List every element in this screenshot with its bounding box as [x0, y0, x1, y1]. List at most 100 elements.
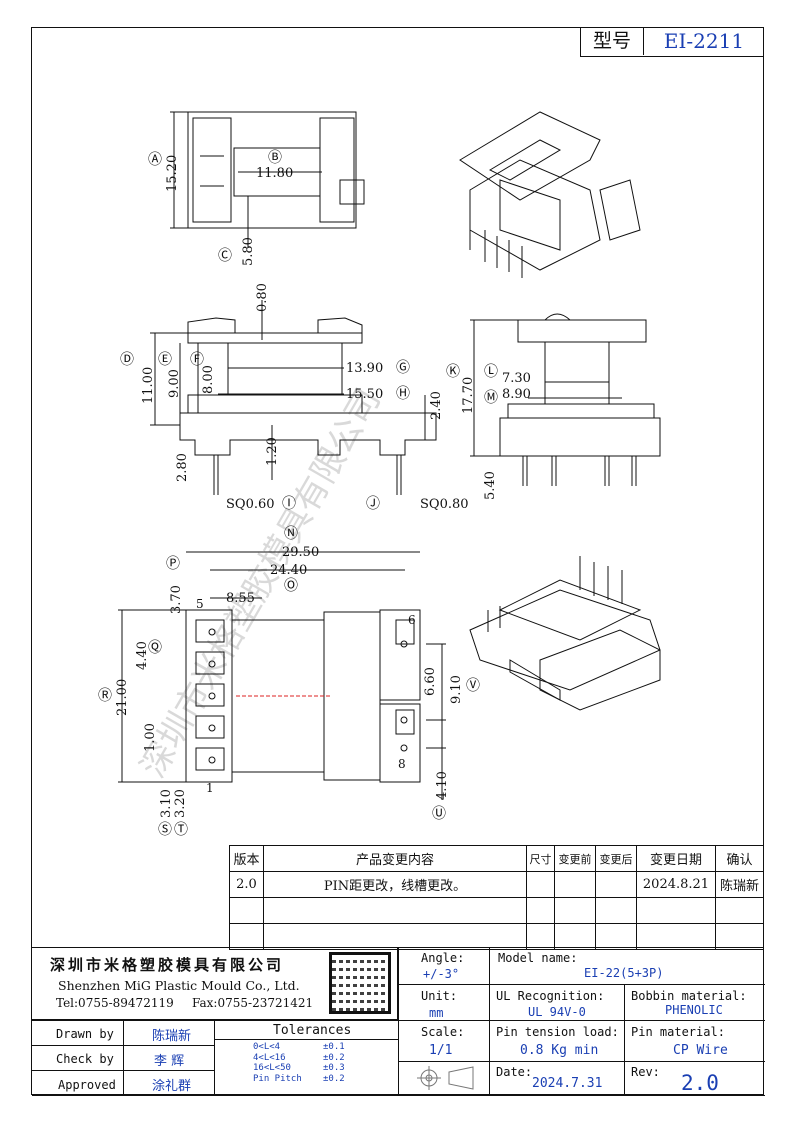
dim-I-label: Ⓘ [282, 496, 296, 512]
dim-F-value: 8.00 [201, 365, 216, 394]
dim-O-value: 24.40 [270, 563, 307, 578]
dim-D-label: Ⓓ [120, 352, 134, 368]
dim-U-label: Ⓤ [432, 806, 446, 822]
dim-K-value: 17.70 [461, 377, 476, 414]
dim-P-value: 3.70 [169, 585, 184, 614]
projection-symbol-icon [417, 1066, 474, 1090]
date-cell: Date: 2024.7.31 [489, 1061, 625, 1096]
drawn-by-label: Drawn by [56, 1027, 114, 1041]
bobbin-material-cell: Bobbin material: PHENOLIC [624, 984, 765, 1021]
rev-cell: Rev: 2.0 [624, 1061, 765, 1096]
dim-S-label: Ⓢ [158, 822, 172, 838]
front-view-flange-bottom [187, 394, 363, 414]
tol-range-2: 4<L<16 [253, 1052, 286, 1063]
scale-label: Scale: [421, 1025, 465, 1039]
revision-empty-row [229, 897, 764, 924]
dim-G-value: 13.90 [346, 361, 383, 376]
model-label: 型号 [581, 27, 644, 55]
pin-material-cell: Pin material: CP Wire [624, 1020, 765, 1062]
company-fax: Fax:0755-23721421 [192, 996, 314, 1010]
tol-range-3: 16<L<50 [253, 1063, 291, 1073]
header-size: 尺寸 [526, 845, 555, 872]
qr-code [329, 952, 391, 1014]
pin-6: 6 [408, 613, 416, 627]
drawing-sheet [31, 27, 764, 1095]
unit-cell: Unit: mm [398, 984, 490, 1021]
dim-280: 2.80 [175, 453, 190, 482]
drawn-by-value: 陈瑞新 [152, 1029, 192, 1044]
angle-cell: Angle: +/-3° [398, 948, 490, 985]
dim-B-value: 11.80 [256, 166, 293, 181]
iso-view-bottom [469, 556, 661, 711]
check-label-cell: Check by [32, 1045, 124, 1071]
ul-cell: UL Recognition: UL 94V-0 [489, 984, 625, 1021]
revision-confirm: 陈瑞新 [715, 871, 764, 898]
dim-S-value: 3.10 [159, 789, 174, 818]
title-block: 深圳市米格塑胶模具有限公司 Shenzhen MiG Plastic Mould… [31, 947, 765, 1096]
revision-table: 版本 产品变更内容 尺寸 变更前 变更后 变更日期 确认 2.0 PIN距更改，… [229, 845, 764, 950]
model-title-box: 型号 EI-2211 [580, 27, 764, 57]
pin-1: 1 [206, 781, 214, 795]
dim-080: 0.80 [255, 283, 270, 312]
dim-F-label: Ⓕ [190, 352, 204, 368]
dim-R-label: Ⓡ [98, 688, 112, 704]
pin-5: 5 [196, 597, 204, 611]
front-view: Ⓓ 11.00 Ⓔ 9.00 Ⓕ 8.00 13.90 Ⓖ 15.50 Ⓗ 0.… [120, 283, 469, 512]
tolerances-title: Tolerances [273, 1023, 352, 1038]
pin-tension-label: Pin tension load: [496, 1025, 619, 1039]
dim-120: 1.20 [265, 437, 280, 466]
revision-row: 2.0 PIN距更改，线槽更改。 2024.8.21 陈瑞新 [229, 871, 764, 898]
header-before: 变更前 [554, 845, 596, 872]
dim-J-value: SQ0.80 [420, 497, 469, 512]
company-name-en: Shenzhen MiG Plastic Mould Co., Ltd. [58, 978, 300, 993]
dim-C-label: Ⓒ [218, 248, 232, 264]
dim-U-value: 4.10 [435, 771, 450, 800]
pin-tension-cell: Pin tension load: 0.8 Kg min [489, 1020, 625, 1062]
header-confirm: 确认 [715, 845, 764, 872]
header-date: 变更日期 [636, 845, 716, 872]
date-label: Date: [496, 1065, 533, 1079]
dim-K-label: Ⓚ [446, 364, 460, 380]
dim-L-value: 7.30 [502, 371, 531, 386]
side-view: Ⓚ 17.70 Ⓛ 7.30 Ⓜ 8.90 5.40 [446, 313, 661, 500]
dim-L-label: Ⓛ [484, 364, 498, 380]
approved-value-cell: 涂礼群 [123, 1070, 215, 1096]
dim-240: 2.40 [429, 391, 444, 420]
tolerances-cell: Tolerances 0<L<4 4<L<16 16<L<50 Pin Pitc… [214, 1020, 399, 1096]
revision-version: 2.0 [229, 871, 264, 898]
scale-cell: Scale: 1/1 [398, 1020, 490, 1062]
dim-B-label: Ⓑ [268, 150, 282, 166]
check-value-cell: 李 辉 [123, 1045, 215, 1071]
angle-label: Angle: [421, 951, 465, 965]
approved-value: 涂礼群 [152, 1079, 192, 1094]
dim-855: 8.55 [226, 591, 255, 606]
dim-O-label: Ⓞ [284, 578, 298, 594]
tol-value-2: ±0.2 [323, 1052, 345, 1063]
dim-Q-value: 4.40 [135, 641, 150, 670]
revision-header-row: 版本 产品变更内容 尺寸 变更前 变更后 变更日期 确认 [229, 845, 764, 872]
dim-D-value: 11.00 [141, 367, 156, 404]
dim-G-label: Ⓖ [396, 360, 410, 376]
dim-M-label: Ⓜ [484, 390, 498, 406]
top-view-body [187, 111, 357, 229]
tol-value-3: ±0.3 [323, 1063, 345, 1073]
dim-T-label: Ⓣ [174, 822, 188, 838]
dim-A-label: Ⓐ [148, 152, 162, 168]
model-value: EI-2211 [663, 29, 745, 53]
header-content: 产品变更内容 [263, 845, 527, 872]
dim-M-value: 8.90 [502, 387, 531, 402]
approved-label: Approved [58, 1078, 116, 1092]
tol-value-1: ±0.1 [323, 1042, 345, 1052]
dim-R-value: 21.00 [115, 679, 130, 716]
unit-label: Unit: [421, 989, 458, 1003]
dim-H-value: 15.50 [346, 387, 383, 402]
watermark: 深圳市米格塑胶模具有限公司 [133, 382, 389, 785]
tol-range-4: Pin Pitch [253, 1073, 302, 1084]
pin-tension-value: 0.8 Kg min [520, 1043, 599, 1058]
top-view: Ⓐ 15.20 Ⓑ 11.80 Ⓒ 5.80 [148, 111, 365, 266]
model-name-label: Model name: [498, 951, 578, 965]
projection-cell [398, 1061, 490, 1096]
dim-A-value: 15.20 [165, 155, 180, 192]
dim-P-label: Ⓟ [166, 556, 180, 572]
company-name-cn: 深圳市米格塑胶模具有限公司 [50, 956, 285, 974]
